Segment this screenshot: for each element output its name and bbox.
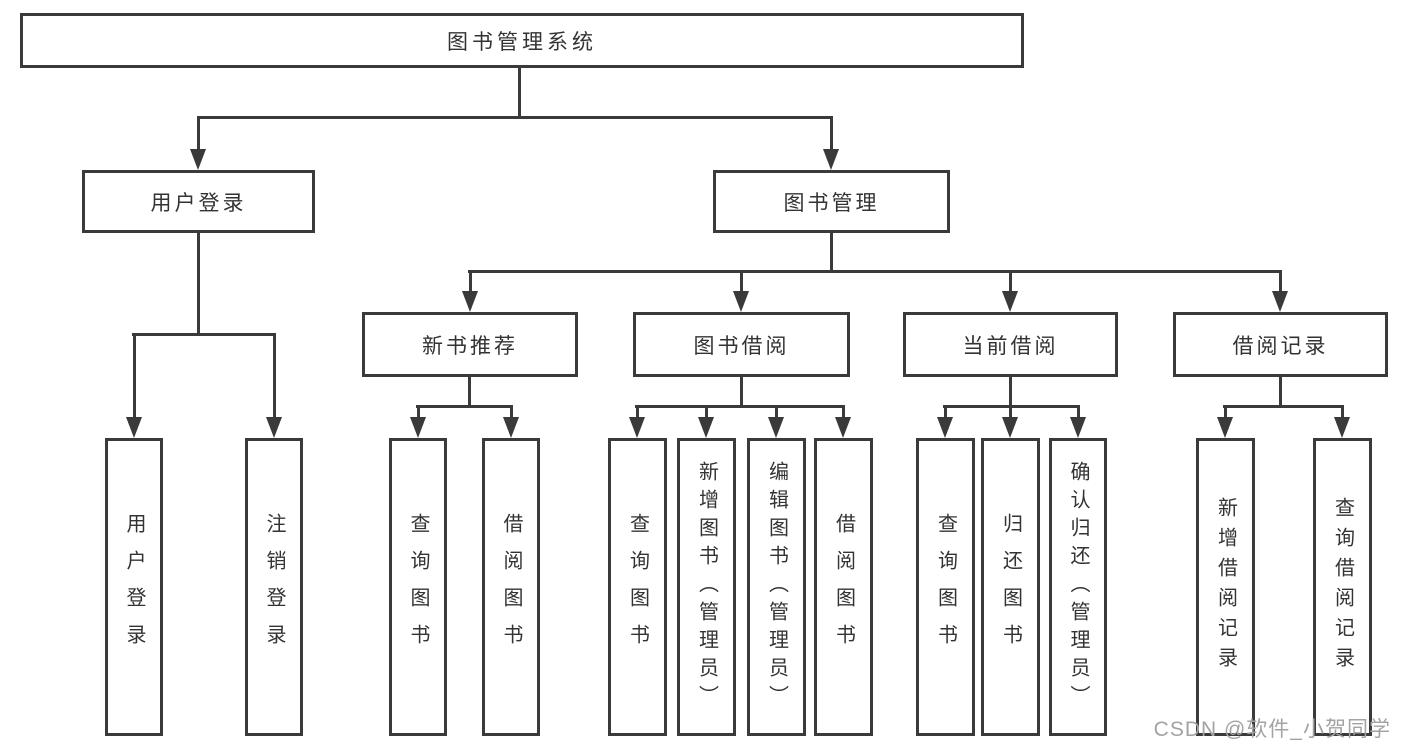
leaf-query-borrow-record: 查询借阅记录 <box>1313 438 1372 736</box>
connector-current-stem <box>1009 377 1012 408</box>
connector-records-stem <box>1279 377 1282 408</box>
leaf-edit-book-admin-label: 编辑图书（管理员） <box>765 461 788 713</box>
leaf-query-borrow-record-label: 查询借阅记录 <box>1331 497 1354 677</box>
arrow-down-icon <box>190 117 206 170</box>
connector-userlogin-bar <box>132 333 276 336</box>
connector-records-bar <box>1223 405 1344 408</box>
connector-current-bar <box>943 405 1080 408</box>
node-new-book-recommend-label: 新书推荐 <box>422 334 518 358</box>
arrow-down-icon <box>629 406 645 438</box>
node-book-management-label: 图书管理 <box>783 191 880 215</box>
leaf-confirm-return-admin: 确认归还（管理员） <box>1049 438 1107 736</box>
node-book-borrowing: 图书借阅 <box>633 312 850 377</box>
node-user-login-label: 用户登录 <box>150 191 247 215</box>
leaf-edit-book-admin: 编辑图书（管理员） <box>747 438 806 736</box>
node-book-management: 图书管理 <box>713 170 950 233</box>
leaf-query-books-current: 查询图书 <box>916 438 975 736</box>
leaf-user-login-label: 用户登录 <box>123 513 145 661</box>
node-system-root: 图书管理系统 <box>20 13 1024 68</box>
leaf-borrow-books-borrowing-label: 借阅图书 <box>832 513 855 661</box>
node-current-borrowing-label: 当前借阅 <box>962 334 1059 358</box>
arrow-down-icon <box>1002 271 1018 312</box>
leaf-query-books-recommend: 查询图书 <box>389 438 447 736</box>
arrow-down-icon <box>1070 406 1086 438</box>
arrow-down-icon <box>1334 406 1350 438</box>
arrow-down-icon <box>698 406 714 438</box>
leaf-add-borrow-record: 新增借阅记录 <box>1196 438 1255 736</box>
leaf-logout-label: 注销登录 <box>263 513 285 661</box>
connector-borrowing-stem <box>740 377 743 408</box>
watermark: CSDN @软件_小贺同学 <box>1153 718 1391 741</box>
leaf-add-book-admin: 新增图书（管理员） <box>677 438 736 736</box>
leaf-query-books-current-label: 查询图书 <box>934 513 957 661</box>
connector-root-stem <box>518 67 521 119</box>
leaf-user-login: 用户登录 <box>105 438 163 736</box>
leaf-query-books-borrowing: 查询图书 <box>608 438 667 736</box>
leaf-add-borrow-record-label: 新增借阅记录 <box>1214 497 1237 677</box>
node-new-book-recommend: 新书推荐 <box>362 312 578 377</box>
node-user-login: 用户登录 <box>82 170 315 233</box>
arrow-down-icon <box>1272 271 1288 312</box>
leaf-confirm-return-admin-label: 确认归还（管理员） <box>1067 461 1089 713</box>
connector-borrowing-bar <box>635 405 845 408</box>
arrow-down-icon <box>768 406 784 438</box>
leaf-return-book-label: 归还图书 <box>999 513 1022 661</box>
arrow-down-icon <box>835 406 851 438</box>
arrow-down-icon <box>823 117 839 170</box>
arrow-down-icon <box>126 334 142 438</box>
arrow-down-icon <box>733 271 749 312</box>
arrow-down-icon <box>462 271 478 312</box>
leaf-return-book: 归还图书 <box>981 438 1040 736</box>
leaf-borrow-books-borrowing: 借阅图书 <box>814 438 873 736</box>
arrow-down-icon <box>503 406 519 438</box>
node-borrowing-records-label: 借阅记录 <box>1232 334 1329 358</box>
connector-recommend-bar <box>416 405 513 408</box>
arrow-down-icon <box>937 406 953 438</box>
arrow-down-icon <box>1002 406 1018 438</box>
leaf-borrow-books-recommend-label: 借阅图书 <box>500 513 522 661</box>
leaf-borrow-books-recommend: 借阅图书 <box>482 438 540 736</box>
arrow-down-icon <box>1217 406 1233 438</box>
connector-userlogin-stem <box>197 233 200 336</box>
leaf-add-book-admin-label: 新增图书（管理员） <box>695 461 718 713</box>
connector-bookmgmt-stem <box>830 233 833 273</box>
node-current-borrowing: 当前借阅 <box>903 312 1118 377</box>
arrow-down-icon <box>266 334 282 438</box>
arrow-down-icon <box>410 406 426 438</box>
leaf-logout: 注销登录 <box>245 438 303 736</box>
node-book-borrowing-label: 图书借阅 <box>693 334 790 358</box>
connector-bookmgmt-bar <box>468 270 1282 273</box>
leaf-query-books-borrowing-label: 查询图书 <box>626 513 649 661</box>
node-system-root-label: 图书管理系统 <box>447 30 597 54</box>
connector-root-bar <box>197 116 833 119</box>
connector-recommend-stem <box>468 377 471 408</box>
leaf-query-books-recommend-label: 查询图书 <box>407 513 429 661</box>
node-borrowing-records: 借阅记录 <box>1173 312 1388 377</box>
